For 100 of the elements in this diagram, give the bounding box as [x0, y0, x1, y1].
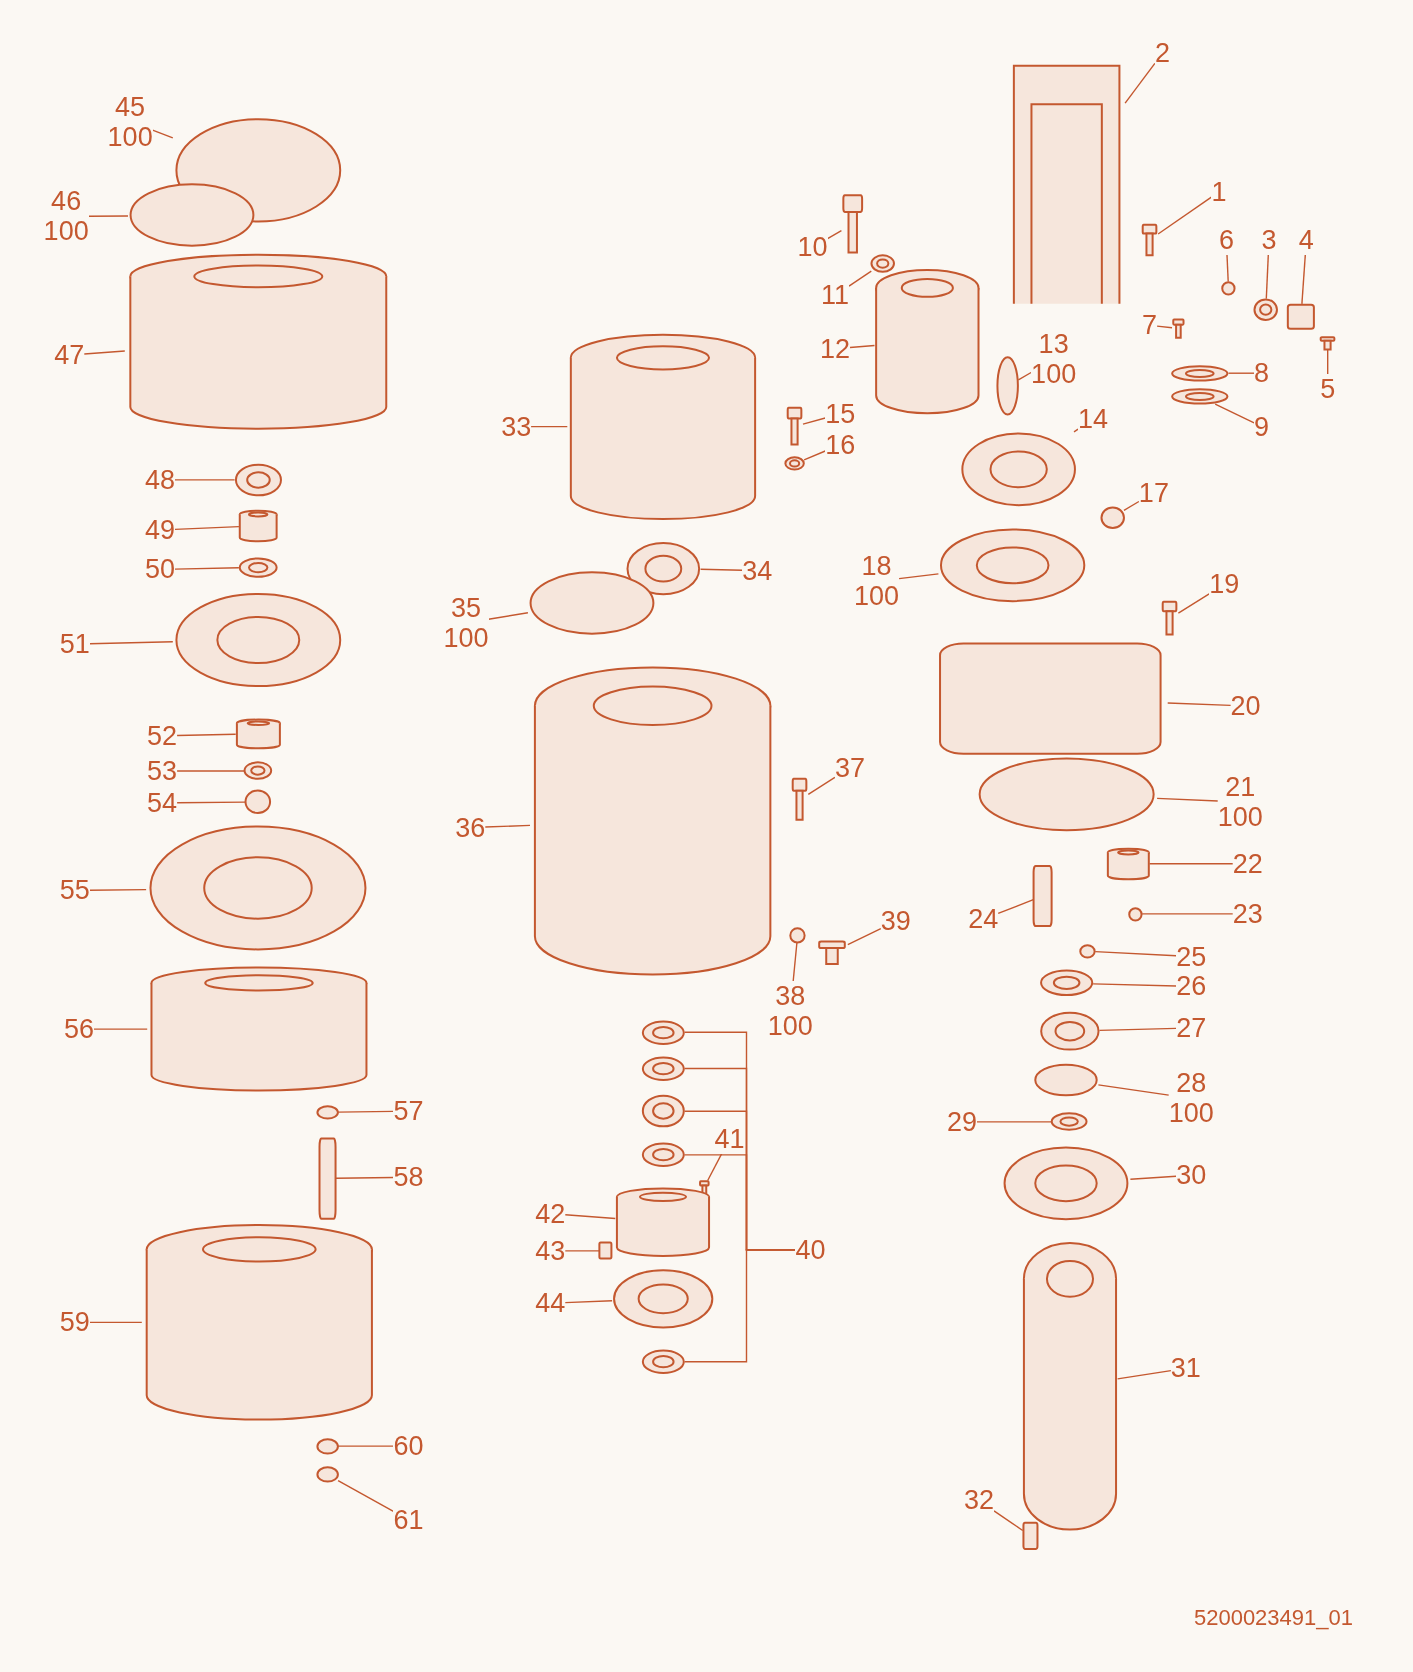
- circle-part: [316, 1467, 339, 1483]
- callout-number: 34: [742, 555, 773, 586]
- box-part: [1022, 1521, 1038, 1550]
- leader-line: [335, 1176, 395, 1179]
- ring-part: [172, 591, 344, 688]
- ring-part: [641, 1350, 685, 1374]
- ring-part: [1039, 1012, 1100, 1051]
- callout-number: 55: [59, 875, 90, 906]
- leader-line: [88, 888, 147, 891]
- callout-number: 23: [1232, 898, 1263, 929]
- ring-part: [234, 463, 282, 496]
- leader-line: [87, 215, 129, 217]
- box-part: [599, 1242, 613, 1260]
- callout-number: 36: [455, 812, 486, 843]
- ring-part: [1002, 1146, 1131, 1222]
- leader-line: [1227, 372, 1255, 374]
- drawing-number: 5200023491_01: [1193, 1605, 1353, 1631]
- callout-number: 100: [767, 1010, 813, 1041]
- bolt-part: [1172, 318, 1185, 339]
- ring-part: [871, 254, 895, 272]
- ring-part: [612, 1269, 715, 1329]
- circle-part: [245, 790, 271, 814]
- leader-line: [530, 425, 568, 428]
- leader-line: [707, 1153, 723, 1182]
- bolt-part: [1161, 601, 1179, 636]
- leader-line: [976, 1121, 1053, 1123]
- callout-number: 100: [443, 622, 489, 653]
- leader-line: [337, 1480, 395, 1513]
- callout-number: 31: [1170, 1353, 1201, 1384]
- leader-line: [849, 344, 876, 349]
- leader-line: [88, 641, 174, 645]
- leader-line: [1177, 593, 1210, 614]
- ring-part: [238, 557, 278, 577]
- ring-part: [1170, 365, 1229, 381]
- callout-number: 41: [714, 1123, 745, 1154]
- circle-part: [997, 356, 1019, 416]
- circle-part: [1034, 1064, 1099, 1097]
- callout-number: 22: [1232, 848, 1263, 879]
- callout-number: 1: [1211, 176, 1227, 207]
- callout-number: 15: [825, 398, 856, 429]
- callout-number: 16: [825, 429, 856, 460]
- ring-part: [1051, 1113, 1088, 1131]
- leader-line: [88, 1321, 143, 1324]
- leader-line: [1124, 62, 1156, 104]
- callout-number: 53: [147, 756, 178, 786]
- callout-number: 28: [1176, 1068, 1207, 1099]
- callout-number: 20: [1230, 690, 1261, 721]
- cylinder-part: [238, 509, 278, 542]
- callout-number: 58: [393, 1162, 424, 1193]
- callout-number: 32: [963, 1485, 994, 1516]
- leader-line: [174, 567, 240, 570]
- circle-part: [127, 183, 256, 248]
- leader-line: [487, 612, 529, 620]
- leader-line: [564, 1214, 616, 1220]
- box-part: [318, 1135, 336, 1222]
- callout-number: 12: [820, 333, 851, 364]
- callout-number: 100: [107, 121, 153, 152]
- callout-number: 24: [968, 904, 999, 935]
- ring-part: [641, 1143, 685, 1167]
- leader-line: [176, 801, 246, 804]
- callout-number: 25: [1176, 941, 1207, 972]
- ring-part: [938, 527, 1088, 603]
- leader-line: [1157, 196, 1213, 235]
- callout-number: 21: [1225, 771, 1256, 802]
- ring-part: [641, 1095, 685, 1128]
- leader-line: [1301, 254, 1306, 305]
- callout-number: 19: [1209, 569, 1240, 600]
- callout-number: 57: [393, 1096, 424, 1127]
- leader-line: [898, 573, 940, 580]
- leader-line: [826, 230, 843, 240]
- leader-line: [1167, 702, 1232, 707]
- callout-number: 7: [1142, 310, 1158, 341]
- leader-line: [1226, 254, 1229, 283]
- callout-number: 30: [1176, 1160, 1207, 1191]
- cylinder-part: [1106, 847, 1150, 880]
- callout-number: 42: [535, 1198, 566, 1229]
- callout-number: 10: [797, 232, 828, 263]
- callout-number: 17: [1138, 477, 1169, 508]
- box-part: [1287, 303, 1315, 330]
- callout-number: 100: [1168, 1098, 1214, 1129]
- leader-line: [1092, 983, 1177, 987]
- callout-number: 8: [1254, 358, 1270, 389]
- bolt-part: [815, 940, 848, 965]
- leader-line: [699, 568, 743, 571]
- leader-line: [1327, 349, 1329, 375]
- callout-number: 39: [880, 906, 911, 937]
- callout-number: 9: [1254, 411, 1270, 442]
- circle-part: [316, 1105, 339, 1119]
- leader-line: [151, 129, 174, 139]
- ring-part: [959, 431, 1078, 507]
- circle-part: [1129, 907, 1143, 921]
- leader-line: [683, 1249, 797, 1363]
- callout-number: 14: [1078, 404, 1109, 435]
- callout-number: 45: [115, 91, 146, 122]
- bolt-part: [841, 194, 865, 254]
- circle-part: [1222, 281, 1235, 295]
- leader-line: [564, 1300, 613, 1304]
- leader-line: [337, 1110, 395, 1113]
- ring-part: [641, 1056, 685, 1081]
- callout-number: 37: [834, 752, 865, 783]
